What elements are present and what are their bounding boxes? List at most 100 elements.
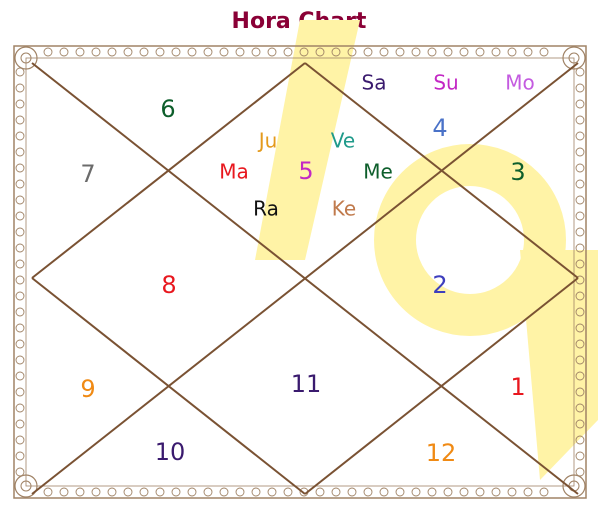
house-3-number: 3 xyxy=(510,158,525,186)
border-scroll xyxy=(396,488,404,496)
border-scroll xyxy=(188,48,196,56)
border-scroll xyxy=(540,488,548,496)
border-scroll xyxy=(16,340,24,348)
border-scroll xyxy=(60,48,68,56)
border-scroll xyxy=(576,84,584,92)
border-scroll xyxy=(576,116,584,124)
house-10-number: 10 xyxy=(155,438,186,466)
border-scroll xyxy=(124,488,132,496)
border-scroll xyxy=(16,372,24,380)
planet-mo: Mo xyxy=(505,71,535,95)
border-scroll xyxy=(540,48,548,56)
border-scroll xyxy=(108,488,116,496)
border-scroll xyxy=(16,308,24,316)
border-scroll xyxy=(268,48,276,56)
border-scroll xyxy=(412,488,420,496)
border-scroll xyxy=(284,48,292,56)
border-scroll xyxy=(316,488,324,496)
border-scroll xyxy=(460,48,468,56)
planet-ma: Ma xyxy=(219,160,249,184)
border-scroll xyxy=(16,292,24,300)
border-scroll xyxy=(16,132,24,140)
border-scroll xyxy=(524,488,532,496)
border-scroll xyxy=(428,48,436,56)
border-scroll xyxy=(16,276,24,284)
border-scroll xyxy=(16,436,24,444)
border-scroll xyxy=(16,468,24,476)
border-scroll xyxy=(236,48,244,56)
border-scroll xyxy=(124,48,132,56)
border-scroll xyxy=(16,116,24,124)
border-scroll xyxy=(44,488,52,496)
border-scroll xyxy=(576,212,584,220)
border-scroll xyxy=(576,100,584,108)
border-scroll xyxy=(140,488,148,496)
border-scroll xyxy=(16,244,24,252)
border-scroll xyxy=(188,488,196,496)
border-scroll xyxy=(16,404,24,412)
border-scroll xyxy=(16,388,24,396)
border-scroll xyxy=(16,180,24,188)
border-scroll xyxy=(236,488,244,496)
border-scroll xyxy=(284,488,292,496)
border-scroll xyxy=(60,488,68,496)
house-5-number: 5 xyxy=(298,157,313,185)
border-scroll xyxy=(204,48,212,56)
house-1-number: 1 xyxy=(510,373,525,401)
house-9-number: 9 xyxy=(80,375,95,403)
border-scroll xyxy=(76,48,84,56)
border-scroll xyxy=(92,488,100,496)
border-scroll xyxy=(16,260,24,268)
border-scroll xyxy=(16,356,24,364)
border-scroll xyxy=(576,468,584,476)
border-scroll xyxy=(508,48,516,56)
border-scroll xyxy=(268,488,276,496)
border-scroll xyxy=(576,180,584,188)
border-scroll xyxy=(364,48,372,56)
border-scroll xyxy=(92,48,100,56)
border-scroll xyxy=(16,228,24,236)
border-scroll xyxy=(16,324,24,332)
house-2-number: 2 xyxy=(432,271,447,299)
planet-ra: Ra xyxy=(253,197,279,221)
border-scroll xyxy=(44,48,52,56)
border-scroll xyxy=(460,488,468,496)
border-scroll xyxy=(428,488,436,496)
border-scroll xyxy=(156,488,164,496)
border-scroll xyxy=(576,196,584,204)
planet-me: Me xyxy=(363,160,393,184)
border-scroll xyxy=(16,164,24,172)
border-scroll xyxy=(252,488,260,496)
border-scroll xyxy=(332,488,340,496)
border-scroll xyxy=(576,228,584,236)
border-scroll xyxy=(252,48,260,56)
planet-ve: Ve xyxy=(331,129,355,153)
border-scroll xyxy=(16,100,24,108)
house-12-number: 12 xyxy=(426,439,457,467)
border-scroll xyxy=(16,148,24,156)
border-scroll xyxy=(576,164,584,172)
planet-ke: Ke xyxy=(332,197,356,221)
border-scroll xyxy=(220,488,228,496)
border-scroll xyxy=(140,48,148,56)
border-scroll xyxy=(380,48,388,56)
planet-ju: Ju xyxy=(257,129,278,153)
border-scroll xyxy=(204,488,212,496)
border-scroll xyxy=(220,48,228,56)
border-scroll xyxy=(476,488,484,496)
planet-sa: Sa xyxy=(362,71,387,95)
border-scroll xyxy=(76,488,84,496)
border-scroll xyxy=(16,196,24,204)
border-scroll xyxy=(16,212,24,220)
border-scroll xyxy=(444,48,452,56)
border-scroll xyxy=(576,148,584,156)
border-scroll xyxy=(108,48,116,56)
house-6-number: 6 xyxy=(160,95,175,123)
watermark-ring xyxy=(395,165,545,315)
border-scroll xyxy=(476,48,484,56)
border-scroll xyxy=(16,452,24,460)
border-scroll xyxy=(492,488,500,496)
planet-su: Su xyxy=(433,71,458,95)
border-scroll xyxy=(156,48,164,56)
